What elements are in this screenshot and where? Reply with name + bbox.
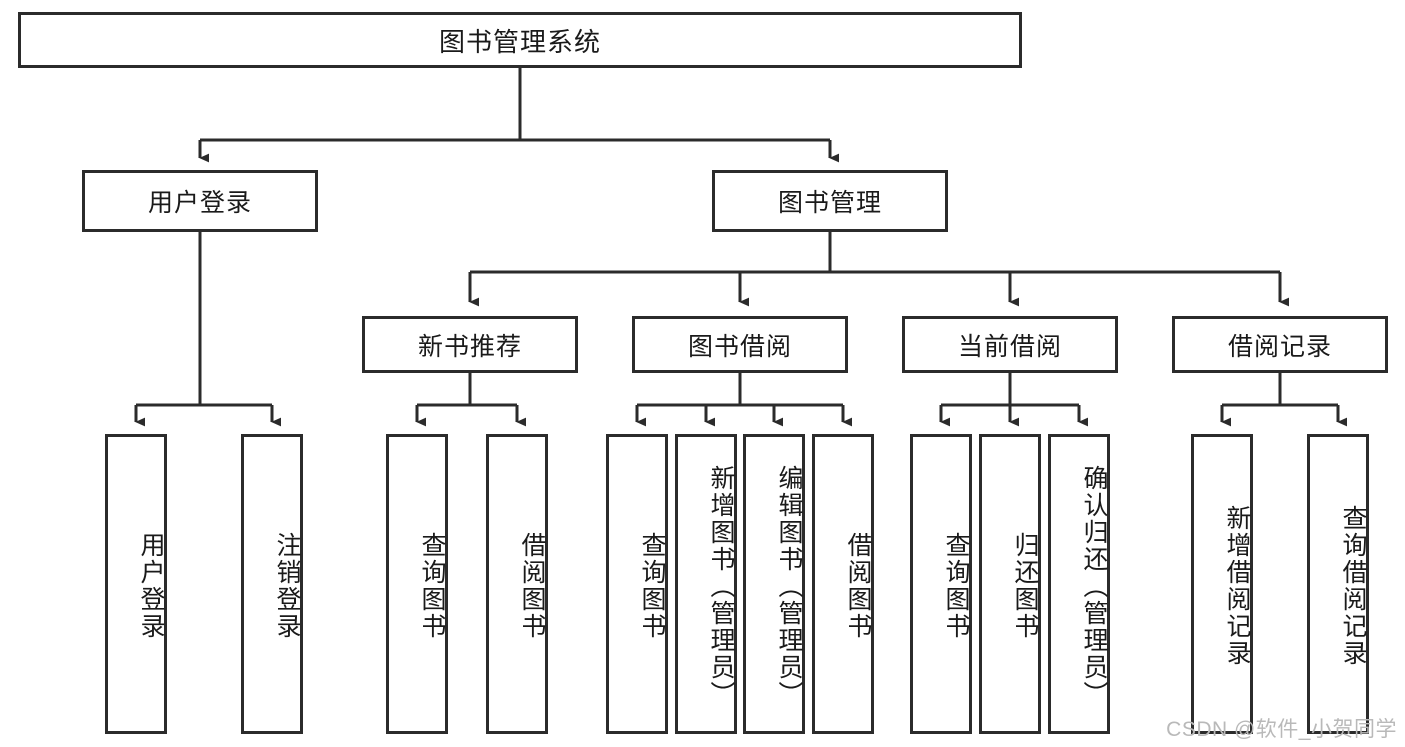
leaf-user-login-login[interactable]: 用户登录	[105, 434, 167, 734]
node-label: 编辑图书（管理员）	[775, 464, 803, 708]
leaf-book-borrow-query[interactable]: 查询图书	[606, 434, 668, 734]
leaf-book-borrow-add[interactable]: 新增图书（管理员）	[675, 434, 737, 734]
node-label: 当前借阅	[957, 332, 1062, 361]
node-label: 确认归还（管理员）	[1080, 464, 1108, 708]
node-label: 注销登录	[273, 532, 301, 640]
leaf-borrow-record-query[interactable]: 查询借阅记录	[1307, 434, 1369, 734]
node-label: 新增借阅记录	[1223, 505, 1251, 667]
node-user-login[interactable]: 用户登录	[82, 170, 318, 232]
node-label: 图书借阅	[687, 332, 792, 361]
leaf-book-borrow-edit[interactable]: 编辑图书（管理员）	[743, 434, 805, 734]
leaf-new-book-query[interactable]: 查询图书	[386, 434, 448, 734]
node-label: 图书管理系统	[438, 26, 601, 57]
leaf-user-login-logout[interactable]: 注销登录	[241, 434, 303, 734]
node-book-management[interactable]: 图书管理	[712, 170, 948, 232]
node-book-borrow[interactable]: 图书借阅	[632, 316, 848, 373]
node-label: 新增图书（管理员）	[707, 464, 735, 708]
node-borrow-record[interactable]: 借阅记录	[1172, 316, 1388, 373]
leaf-new-book-borrow[interactable]: 借阅图书	[486, 434, 548, 734]
watermark-text: CSDN @软件_小贺同学	[1166, 718, 1397, 741]
node-label: 借阅图书	[844, 532, 872, 640]
leaf-borrow-record-add[interactable]: 新增借阅记录	[1191, 434, 1253, 734]
node-label: 借阅记录	[1227, 332, 1332, 361]
node-label: 用户登录	[137, 532, 165, 640]
node-current-borrow[interactable]: 当前借阅	[902, 316, 1118, 373]
leaf-current-borrow-return[interactable]: 归还图书	[979, 434, 1041, 734]
leaf-current-borrow-query[interactable]: 查询图书	[910, 434, 972, 734]
node-label: 查询图书	[638, 532, 666, 640]
node-root-book-management-system[interactable]: 图书管理系统	[18, 12, 1022, 68]
node-label: 查询借阅记录	[1339, 505, 1367, 667]
node-label: 归还图书	[1011, 532, 1039, 640]
leaf-book-borrow-borrow[interactable]: 借阅图书	[812, 434, 874, 734]
node-label: 查询图书	[942, 532, 970, 640]
node-label: 查询图书	[418, 532, 446, 640]
node-new-book-recommend[interactable]: 新书推荐	[362, 316, 578, 373]
leaf-current-borrow-confirm-return[interactable]: 确认归还（管理员）	[1048, 434, 1110, 734]
node-label: 图书管理	[777, 189, 882, 217]
node-label: 新书推荐	[417, 332, 522, 361]
node-label: 借阅图书	[518, 532, 546, 640]
node-label: 用户登录	[147, 189, 252, 217]
